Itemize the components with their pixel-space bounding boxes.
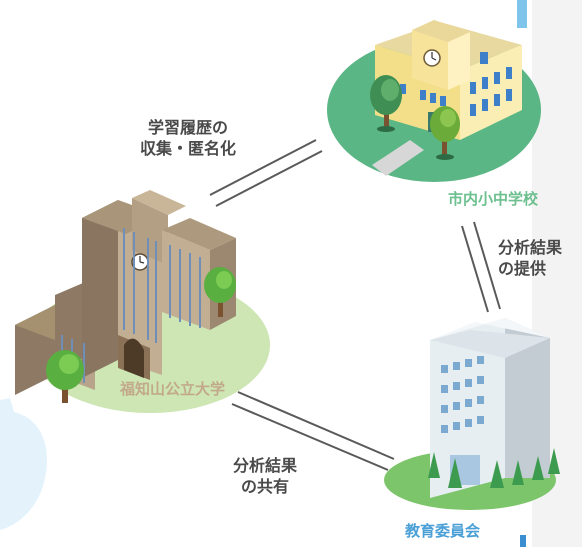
speech-bubble-shape — [0, 398, 47, 530]
edge-label-line: 学習履歴の — [147, 118, 228, 137]
edge-label-collect: 学習履歴の 収集・匿名化 — [118, 118, 258, 160]
tree-icon — [46, 350, 84, 403]
tree-icon — [430, 106, 460, 160]
edge-label-share: 分析結果 の共有 — [205, 456, 325, 498]
edge-label-line: の提供 — [498, 258, 547, 278]
tree-icon — [370, 75, 402, 132]
edge-label-line: 分析結果 — [232, 456, 297, 475]
connector-school-board — [461, 221, 501, 313]
tree-icon — [204, 267, 236, 317]
edge-label-provide: 分析結果 の提供 — [498, 238, 562, 280]
edge-label-line: の共有 — [240, 476, 289, 496]
school-label: 市内小中学校 — [448, 190, 539, 208]
university-label: 福知山公立大学 — [120, 380, 226, 398]
university-building-illustration — [15, 190, 270, 413]
connector-school-university — [209, 139, 323, 207]
connector-university-board — [231, 391, 395, 471]
edge-label-line: 収集・匿名化 — [139, 138, 236, 158]
board-building-illustration — [384, 318, 560, 510]
board-label: 教育委員会 — [405, 522, 481, 540]
edge-label-line: 分析結果 — [498, 238, 563, 257]
school-building-illustration — [327, 20, 541, 182]
